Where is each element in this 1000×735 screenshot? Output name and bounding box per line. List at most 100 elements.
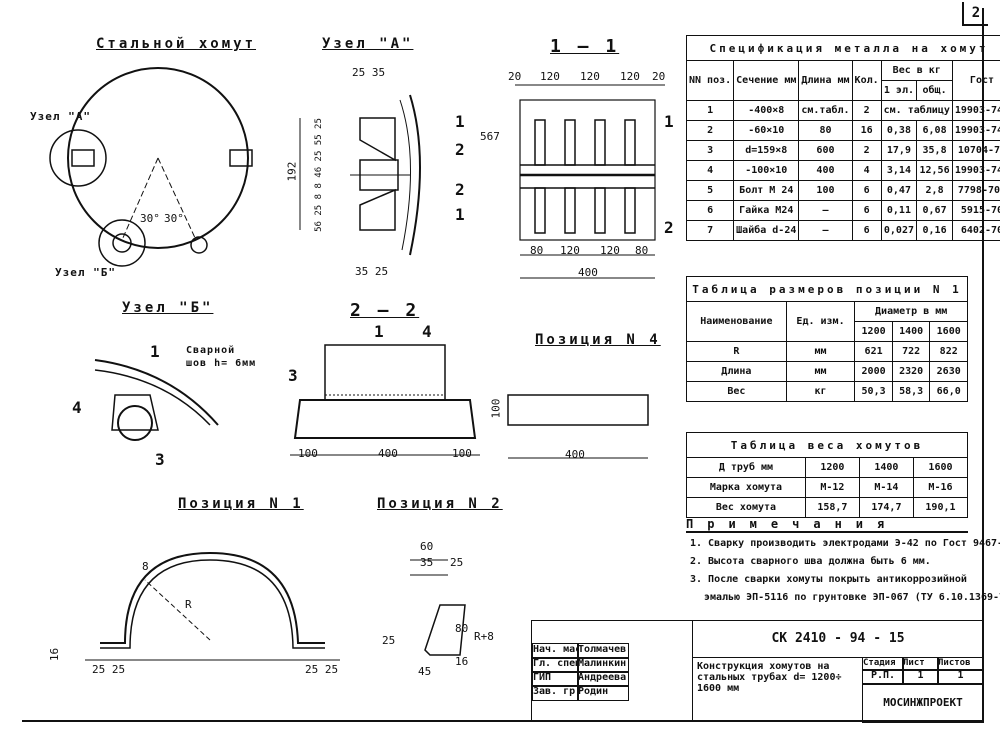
label-1-section: 1	[664, 112, 675, 131]
node-b-circle	[98, 219, 146, 267]
dim-sec22-100b: 100	[452, 447, 472, 460]
label-1-node-a: 1	[455, 112, 466, 131]
dim-sec11-80a: 80	[530, 244, 544, 257]
title-section-2-2: 2 — 2	[350, 300, 420, 321]
size-caption: Таблица размеров позиции N 1	[686, 276, 968, 302]
label-2-node-a: 2	[455, 140, 466, 159]
dim-pos2-60: 60	[420, 540, 434, 553]
title-block: Нач. маст. Толмачев Гл. спец. Малинкин Г…	[531, 620, 984, 723]
title-section-1-1: 1 — 1	[550, 36, 620, 57]
spec-h-pos: NN поз.	[685, 60, 735, 101]
dim-sec11-20a: 20	[508, 70, 522, 83]
dim-pos1-bottom-right: 25 25	[305, 663, 339, 676]
label-2-node-a-lower: 2	[455, 180, 466, 199]
title-position-2: Позиция N 2	[377, 496, 503, 512]
angle-left: 30°	[140, 212, 160, 225]
note-item: 2. Высота сварного шва должна быть 6 мм.	[690, 556, 931, 567]
label-4-sec22: 4	[422, 322, 433, 341]
dim-pos2-16: 16	[455, 655, 469, 668]
dim-sec22-400: 400	[378, 447, 398, 460]
note-item: эмалью ЭП-5116 по грунтовке ЭП-067 (ТУ 6…	[704, 592, 1000, 603]
spec-h-gost: Гост	[951, 60, 1000, 101]
dim-pos2-25b: 25	[382, 634, 396, 647]
dim-pos4-400: 400	[565, 448, 585, 461]
dim-sec11-80b: 80	[635, 244, 649, 257]
dim-sec11-567: 567	[480, 130, 500, 143]
size-h-diameter: Диаметр в мм	[854, 301, 968, 322]
dim-sec11-120d: 120	[560, 244, 580, 257]
dim-node-a-side: 56 25 8 8 46 25 55 25	[313, 118, 324, 232]
notes-list: 1. Сварку производить электродами Э-42 п…	[690, 538, 1000, 610]
org-name: МОСИНЖПРОЕКТ	[862, 683, 984, 723]
title-node-b: Узел "Б"	[122, 300, 214, 316]
dim-pos2-R8: R+8	[474, 630, 494, 643]
dim-sec11-120b: 120	[580, 70, 600, 83]
note-item: 3. После сварки хомуты покрыть антикорро…	[690, 574, 967, 585]
page-number: 2	[962, 2, 988, 26]
doc-description: Конструкция хомутов на стальных трубах d…	[692, 657, 862, 721]
label-1-node-a-lower: 1	[455, 205, 466, 224]
dim-sec11-120e: 120	[600, 244, 620, 257]
dim-sec22-100a: 100	[298, 447, 318, 460]
label-1-node-b: 1	[150, 342, 161, 361]
dim-node-a-top: 25 35	[352, 66, 386, 79]
label-3-node-b: 3	[155, 450, 166, 469]
angle-right: 30°	[164, 212, 184, 225]
dim-sec11-120c: 120	[620, 70, 640, 83]
dim-sec11-120a: 120	[540, 70, 560, 83]
title-position-1: Позиция N 1	[178, 496, 304, 512]
label-3-sec22: 3	[288, 366, 299, 385]
callout-node-b: Узел "Б"	[55, 266, 116, 279]
size-h-name: Наименование	[686, 301, 787, 342]
size-h-unit: Ед. изм.	[785, 301, 856, 342]
node-a-circle	[49, 129, 107, 187]
dim-sec11-20b: 20	[652, 70, 666, 83]
dim-pos1-R: R	[185, 598, 192, 611]
weld-note-line2: шов h= 6мм	[186, 358, 257, 369]
spec-h-section: Сечение мм	[733, 60, 800, 101]
spec-h-weight-one: 1 эл.	[880, 80, 918, 101]
title-position-4: Позиция N 4	[535, 332, 661, 348]
note-item: 1. Сварку производить электродами Э-42 п…	[690, 538, 1000, 549]
dim-pos2-45: 45	[418, 665, 432, 678]
dim-pos4-100: 100	[489, 398, 503, 419]
title-steel-clamp: Стальной хомут	[96, 36, 257, 52]
dim-pos2-35: 35	[420, 556, 434, 569]
dim-pos1-8: 8	[142, 560, 149, 573]
weld-note-line1: Сварной	[186, 345, 236, 356]
dim-node-a-192: 192	[285, 161, 299, 182]
label-4-node-b: 4	[72, 398, 83, 417]
size-table: Таблица размеров позиции N 1 Наименовани…	[686, 276, 968, 402]
spec-h-length: Длина мм	[798, 60, 853, 101]
spec-h-weight: Вес в кг	[880, 60, 953, 81]
spec-table: Спецификация металла на хомут NN поз. Се…	[685, 35, 1000, 241]
weight-caption: Таблица веса хомутов	[686, 432, 968, 458]
dim-sec11-total: 400	[578, 266, 598, 279]
dim-pos1-bottom-left: 25 25	[92, 663, 126, 676]
label-2-section: 2	[664, 218, 675, 237]
dim-pos1-16: 16	[48, 647, 62, 662]
title-node-a: Узел "А"	[322, 36, 414, 52]
spec-h-weight-total: общ.	[916, 80, 953, 101]
notes-heading: Примечания	[686, 517, 968, 533]
spec-h-qty: Кол.	[851, 60, 882, 101]
dim-node-a-bottom: 35 25	[355, 265, 389, 278]
dim-pos2-80: 80	[455, 622, 469, 635]
clamp-ring	[67, 67, 249, 249]
label-1-sec22: 1	[374, 322, 385, 341]
drawing-frame	[22, 8, 984, 722]
